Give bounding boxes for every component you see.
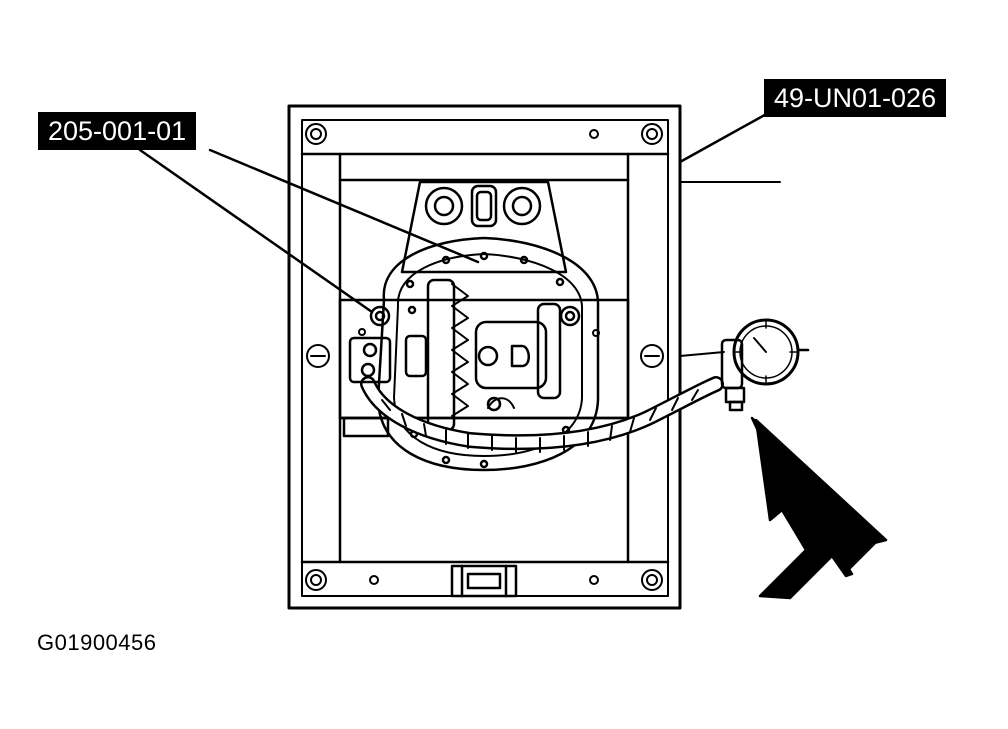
differential-housing — [369, 236, 600, 472]
pinion-mount — [400, 180, 568, 274]
tool-callout-205-001-01: 205-001-01 — [38, 112, 197, 150]
ring-gear-carrier — [404, 278, 562, 432]
frame-bolts — [305, 123, 664, 591]
figure-id: G01900456 — [37, 630, 157, 655]
tool-callout-49-un01-026: 49-UN01-026 — [764, 79, 947, 117]
direction-arrow-icon — [750, 416, 888, 600]
flexible-holder-arm — [348, 336, 724, 453]
dial-indicator-icon — [679, 318, 810, 412]
holding-fixture-frame — [287, 104, 781, 610]
leader-lines — [138, 110, 772, 314]
